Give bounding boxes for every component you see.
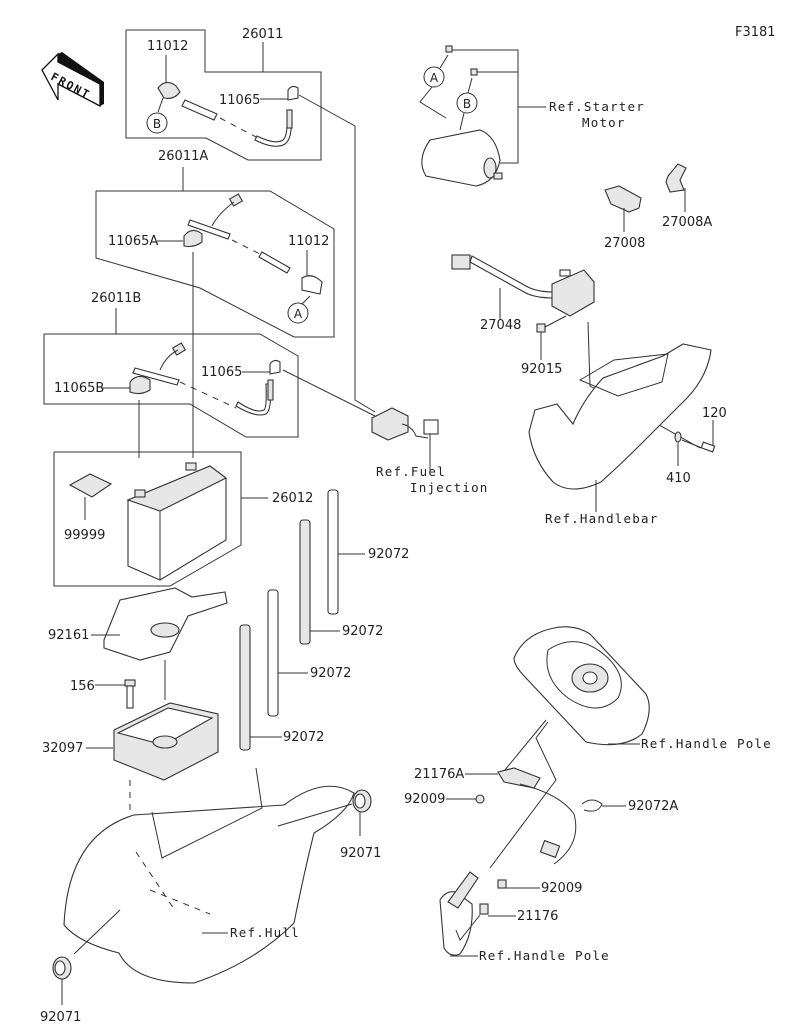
label-92072A: 92072A [628, 799, 678, 814]
label-11065B: 11065B [54, 381, 104, 396]
group-26012: 26012 99999 [53, 451, 313, 587]
label-27008: 27008 [604, 236, 645, 251]
ref-fuel-line2: Injection [410, 480, 489, 495]
fuel-injection-connector: Ref.Fuel Injection [371, 407, 489, 495]
terminal-cap-11065 [287, 85, 299, 101]
marker-a-top [423, 66, 445, 88]
label-120: 120 [702, 406, 727, 421]
washer-410-bolt-120: 410 120 [666, 406, 727, 486]
terminal-cap-11012-mid [301, 275, 323, 295]
tray-92161: 92161 [48, 587, 228, 700]
figure-id: F3181 [735, 25, 776, 40]
terminal-cap-11065-mid [269, 359, 281, 375]
label-26011A: 26011A [158, 149, 208, 164]
label-11065-mid: 11065 [201, 365, 242, 380]
label-92009-top: 92009 [404, 792, 445, 807]
label-21176A: 21176A [414, 767, 464, 782]
group-26011B: 26011B 11065B 11065 [43, 291, 376, 458]
label-26012: 26012 [272, 491, 313, 506]
cable-26011B [132, 342, 274, 416]
packet-99999 [68, 473, 113, 498]
label-11012-mid: 11012 [288, 234, 329, 249]
label-27048: 27048 [480, 318, 521, 333]
straps-92072: 92072 92072 92072 92072 [239, 489, 409, 751]
group-26011: 26011 11012 B 11065 [125, 27, 376, 413]
marker-b-label: B [153, 117, 161, 131]
label-92072-a: 92072 [368, 547, 409, 562]
handlebar-cover: Ref.Handlebar [528, 343, 712, 526]
hull: Ref.Hull [63, 767, 355, 984]
marker-a-top-label: A [430, 71, 439, 85]
label-11065-top: 11065 [219, 93, 260, 108]
marker-b [146, 112, 168, 134]
ref-handle-pole-bottom: Ref.Handle Pole [479, 948, 610, 963]
cap-27008: 27008 [604, 185, 645, 251]
handle-pole-lower: 92009 21176 Ref.Handle Pole [439, 871, 610, 963]
label-156: 156 [70, 679, 95, 694]
label-11065A: 11065A [108, 234, 158, 249]
handle-pole-plate: Ref.Handle Pole [513, 626, 772, 751]
ref-fuel-line1: Ref.Fuel [376, 464, 446, 479]
grommet-92071-left: 92071 [40, 909, 121, 1025]
cable-26011A [187, 193, 291, 274]
label-92072-c: 92072 [310, 666, 351, 681]
ref-handlebar: Ref.Handlebar [545, 511, 658, 526]
ref-handle-pole-top: Ref.Handle Pole [641, 736, 772, 751]
terminal-cap-11065B [129, 375, 151, 395]
label-21176: 21176 [517, 909, 558, 924]
label-92071-right: 92071 [340, 846, 381, 861]
switch-27048: 27048 92015 [451, 254, 701, 449]
label-92071-left: 92071 [40, 1010, 81, 1025]
handle-pole-cable: 92072A 21176A 92009 [404, 719, 678, 869]
label-99999: 99999 [64, 528, 105, 543]
group-26011A: 26011A 11065A 11012 A [95, 149, 335, 458]
label-27008A: 27008A [662, 215, 712, 230]
marker-b-top [456, 92, 478, 114]
bolt-156: 156 [70, 679, 136, 709]
label-26011B: 26011B [91, 291, 141, 306]
terminal-cap-11065A [183, 229, 203, 248]
marker-a-mid [287, 302, 309, 324]
label-92072-d: 92072 [283, 730, 324, 745]
battery [126, 462, 228, 581]
starter-motor: A B Ref.Starter Motor [419, 45, 645, 187]
front-arrow-icon: FRONT [41, 52, 104, 108]
grommet-92071-right: 92071 [277, 789, 381, 861]
cap-27008A: 27008A [662, 163, 712, 230]
cable-26011 [181, 99, 293, 147]
marker-b-top-label: B [463, 97, 471, 111]
label-410: 410 [666, 471, 691, 486]
box-32097: 32097 [42, 702, 219, 920]
label-11012: 11012 [147, 39, 188, 54]
label-92072-b: 92072 [342, 624, 383, 639]
label-32097: 32097 [42, 741, 83, 756]
label-92161: 92161 [48, 628, 89, 643]
label-92009-bottom: 92009 [541, 881, 582, 896]
ref-starter-line1: Ref.Starter [549, 99, 645, 114]
terminal-cap-11012 [157, 81, 181, 99]
marker-a-mid-label: A [294, 307, 303, 321]
label-92015: 92015 [521, 362, 562, 377]
ref-starter-line2: Motor [582, 115, 626, 130]
ref-hull: Ref.Hull [230, 925, 300, 940]
label-26011: 26011 [242, 27, 283, 42]
